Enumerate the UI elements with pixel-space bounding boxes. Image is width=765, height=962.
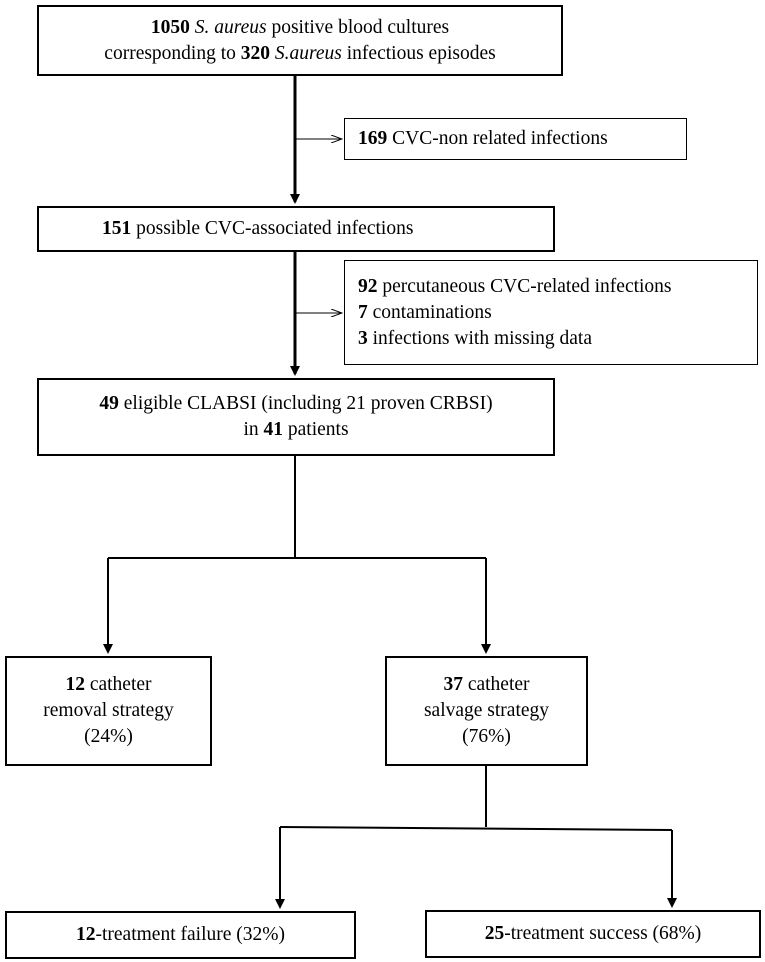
box-possible-cvc: 151 possible CVC-associated infections: [37, 206, 555, 252]
split-bar-2: [279, 826, 673, 831]
box-excluded-non-cvc: 169 CVC-non related infections: [344, 118, 687, 160]
box-eligible-clabsi: 49 eligible CLABSI (including 21 proven …: [37, 378, 555, 456]
box-excluded-other: 92 percutaneous CVC-related infections 7…: [344, 260, 758, 365]
box-catheter-salvage: 37 catheter salvage strategy (76%): [385, 656, 588, 766]
box-total-cultures: 1050 S. aureus positive blood cultures c…: [37, 5, 563, 76]
box-treatment-failure: 12-treatment failure (32%): [5, 911, 356, 959]
box-treatment-success: 25-treatment success (68%): [425, 910, 761, 958]
box-catheter-removal: 12 catheter removal strategy (24%): [5, 656, 212, 766]
